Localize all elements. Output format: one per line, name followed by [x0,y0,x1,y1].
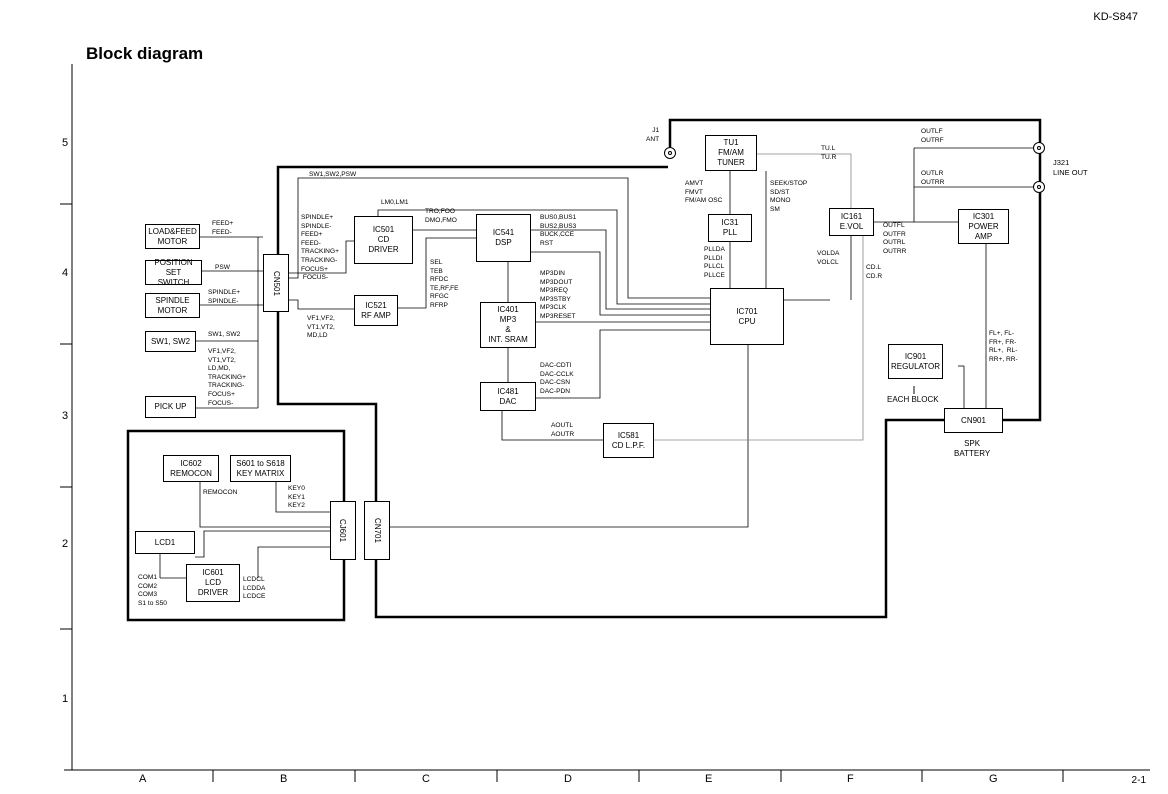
lm-signal-label: LM0,LM1 [381,199,409,206]
frame-lines [60,64,1150,782]
column-label: F [847,773,854,785]
load-feed-motor-block: LOAD&FEED MOTOR [145,224,200,249]
ic481-dac-block: IC481 DAC [480,382,536,411]
model-number: KD-S847 [1093,11,1138,23]
vol-signal-label: VOLDA VOLCL [817,250,840,266]
spk-battery-label: SPK BATTERY [954,439,991,458]
column-label: A [139,773,147,785]
ic301-power-amp-block: IC301 POWER AMP [958,209,1009,244]
aout-signal-label: AOUTL AOUTR [551,422,575,438]
ic31-pll-block: IC31 PLL [708,214,752,242]
spindle-signal-label: SPINDLE+ SPINDLE- [208,289,241,305]
line-out-front-jack [1033,142,1045,154]
ic501-cd-driver-block: IC501 CD DRIVER [354,216,413,264]
pll-signal-label: PLLDA PLLDI PLLCL PLLCE [704,246,725,279]
tuner-audio-label: TU.L TU.R [821,145,837,161]
column-label: E [705,773,713,785]
spindle-motor-block: SPINDLE MOTOR [145,293,200,318]
cj601-connector: CJ601 [330,501,356,560]
ic701-cpu-block: IC701 CPU [710,288,784,345]
lcd-control-label: LCDCL LCDDA LCDCE [243,576,266,601]
ic541-dsp-block: IC541 DSP [476,214,531,262]
pickup-signal-label: VF1,VF2, VT1,VT2, LD,MD, TRACKING+ TRACK… [208,348,246,407]
cn501-connector: CN501 [263,254,289,312]
page-title: Block diagram [86,44,204,63]
front-out-label: OUTLF OUTRF [921,128,944,144]
each-block-label: EACH BLOCK [887,395,939,404]
cn901-connector: CN901 [944,408,1003,433]
com-signal-label: COM1 COM2 COM3 S1 to S50 [138,574,167,607]
lcd1-block: LCD1 [135,531,195,554]
psw-signal-label: PSW [215,264,231,271]
bus-signal-label: BUS0,BUS1 BUS2,BUS3 BUCK,CCE RST [540,214,577,247]
j321-line-out-label: J321 LINE OUT [1053,158,1088,177]
ic601-lcd-driver-block: IC601 LCD DRIVER [186,564,240,602]
mp3-signal-label: MP3DIN MP3DOUT MP3REQ MP3STBY MP3CLK MP3… [540,270,576,320]
page-number: 2-1 [1131,775,1146,786]
row-label: 2 [62,538,69,550]
evol-out-label: OUTFL OUTFR OUTRL OUTRR [883,222,907,255]
audio-lines [654,153,864,441]
rf-out-signal-label: SEL TEB RFDC TE,RF,FE RFGC RFRP [430,259,459,309]
drive-signal-label: SPINDLE+ SPINDLE- FEED+ FEED- TRACKING+ … [301,214,339,282]
row-label: 5 [62,137,69,149]
position-set-switch-block: POSITION SET SWITCH [145,258,202,287]
row-label: 4 [62,267,69,279]
tu1-tuner-block: TU1 FM/AM TUNER [705,135,757,171]
ic901-regulator-block: IC901 REGULATOR [888,344,943,379]
s601-key-matrix-block: S601 to S618 KEY MATRIX [230,455,291,482]
cn701-connector: CN701 [364,501,390,560]
key-signal-label: KEY0 KEY1 KEY2 [288,485,305,510]
ic401-mp3-block: IC401 MP3 & INT. SRAM [480,302,536,348]
ic161-evol-block: IC161 E.VOL [829,208,874,236]
j1-antenna-jack [664,147,676,159]
row-label: 3 [62,410,69,422]
sw-signal-label: SW1, SW2 [208,331,241,338]
signal-lines [159,147,1034,579]
column-label: C [422,773,430,785]
remocon-signal-label: REMOCON [203,489,238,496]
pick-up-block: PICK UP [145,396,196,418]
column-label: B [280,773,288,785]
column-label: D [564,773,572,785]
servo-signal-label: TRO,FOO DMO,FMO [425,208,457,224]
cd-audio-label: CD.L CD.R [866,264,883,280]
ic602-remocon-block: IC602 REMOCON [163,455,219,482]
rf-in-signal-label: VF1,VF2, VT1,VT2, MD,LD [307,315,335,340]
line-out-rear-jack [1033,181,1045,193]
dac-control-signal-label: DAC-CDTI DAC-CCLK DAC-CSN DAC-PDN [540,362,574,395]
row-label: 1 [62,693,69,705]
ic581-cd-lpf-block: IC581 CD L.P.F. [603,423,654,458]
seek-signal-label: SEEK/STOP SD/ST MONO SM [770,180,808,213]
column-label: G [989,773,998,785]
j1-ant-label: J1 ANT [646,127,660,143]
sw1-sw2-block: SW1, SW2 [145,331,196,352]
sw-psw-signal-label: SW1,SW2,PSW [309,171,357,178]
feed-signal-label: FEED+ FEED- [212,220,234,236]
ic521-rf-amp-block: IC521 RF AMP [354,295,398,326]
speaker-signal-label: FL+, FL- FR+, FR- RL+, RL- RR+, RR- [989,330,1018,363]
rear-out-label: OUTLR OUTRR [921,170,945,186]
tuner-control-label: AMVT FMVT FM/AM OSC [685,180,723,205]
